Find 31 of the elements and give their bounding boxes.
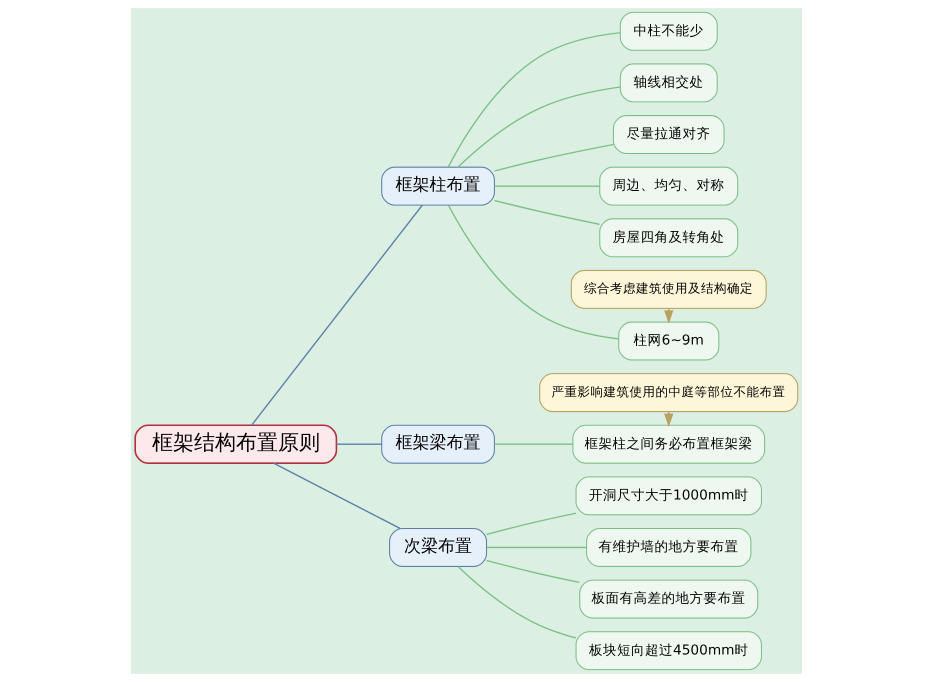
connector — [336, 444, 382, 445]
node-box: 板块短向超过4500mm时 — [576, 631, 762, 670]
connector — [458, 566, 576, 639]
connector — [486, 512, 576, 536]
node-box: 严重影响建筑使用的中庭等部位不能布置 — [539, 373, 798, 412]
connector — [494, 185, 600, 187]
node-box: 综合考虑建筑使用及结构确定 — [570, 270, 767, 309]
connector — [458, 86, 620, 168]
connector — [448, 32, 620, 168]
connector — [486, 546, 586, 548]
node-box: 房屋四角及转角处 — [599, 218, 738, 258]
connector — [274, 462, 400, 529]
connector — [494, 144, 614, 172]
connector — [448, 205, 619, 340]
connector — [494, 444, 573, 445]
node-box: 尽量拉通对齐 — [612, 115, 725, 154]
node-box: 中柱不能少 — [620, 12, 718, 51]
node-box: 框架柱之间务必布置框架梁 — [572, 424, 766, 464]
node-box: 轴线相交处 — [620, 63, 718, 102]
node-box: 框架柱布置 — [381, 166, 495, 206]
node-box: 周边、均匀、对称 — [599, 166, 738, 206]
node-box: 次梁布置 — [389, 528, 488, 567]
connector — [494, 200, 600, 225]
node-box: 柱网6~9m — [618, 322, 720, 360]
node-box: 框架梁布置 — [381, 424, 495, 464]
node-box: 框架结构布置原则 — [134, 424, 338, 464]
node-box: 开洞尺寸大于1000mm时 — [576, 476, 762, 516]
connector — [251, 204, 423, 426]
node-box: 板面有高差的地方要布置 — [579, 580, 758, 619]
node-box: 有维护墙的地方要布置 — [586, 528, 752, 567]
connector — [486, 560, 580, 584]
